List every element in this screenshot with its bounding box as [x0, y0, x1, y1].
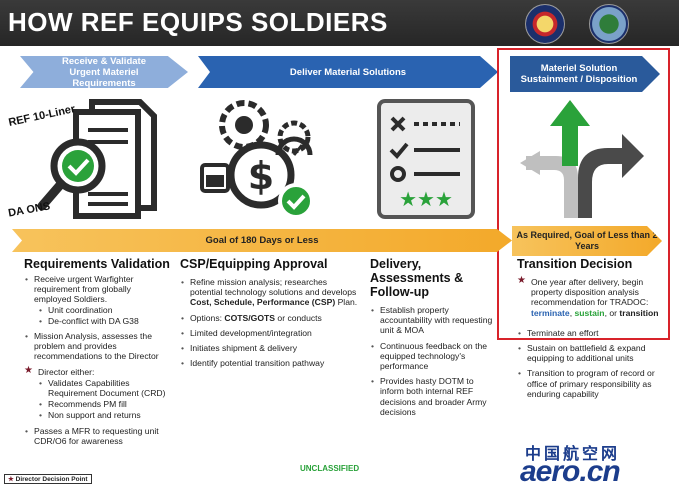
director-decision-item: Director either: [24, 366, 170, 377]
timeline-secondary: As Required, Goal of Less than 2 Years [512, 226, 662, 256]
list-item: Limited development/integration [180, 328, 360, 338]
classification-label: UNCLASSIFIED [300, 464, 360, 473]
svg-text:$: $ [248, 154, 274, 198]
list-item: Terminate an effort [517, 328, 667, 338]
list-item: De-conflict with DA G38 [24, 316, 170, 326]
delivery-list: Establish property accountability with r… [370, 305, 496, 417]
document-check-icon [37, 99, 157, 219]
army-seal-icon [525, 4, 565, 44]
list-item: Sustain on battlefield & expand equippin… [517, 343, 667, 363]
transition-decision-item: One year after delivery, begin property … [517, 276, 667, 318]
star-icon: ★ [8, 476, 14, 483]
list-item: Continuous feedback on the equipped tech… [370, 341, 496, 372]
list-item: Validates Capabilities Requirement Docum… [24, 378, 170, 398]
requirements-list: Receive urgent Warfighter requirement fr… [24, 274, 170, 446]
diverging-arrows-icon [520, 100, 644, 218]
watermark-cn: 中国航空网 [525, 446, 621, 463]
list-item: Receive urgent Warfighter requirement fr… [24, 274, 170, 305]
column-requirements: Requirements Validation Receive urgent W… [24, 257, 170, 451]
list-item: Passes a MFR to requesting unit CDR/O6 f… [24, 426, 170, 446]
csp-list: Refine mission analysis; researches pote… [180, 277, 360, 369]
list-item: Refine mission analysis; researches pote… [180, 277, 360, 308]
delivery-heading: Delivery, Assessments & Follow-up [370, 257, 464, 299]
list-item: Unit coordination [24, 305, 170, 315]
list-item: Transition to program of record or offic… [517, 368, 667, 399]
list-item: Initiates shipment & delivery [180, 343, 360, 353]
list-item: Identify potential transition pathway [180, 358, 360, 368]
column-transition: Transition Decision One year after deliv… [517, 257, 667, 404]
list-item: Provides hasty DOTM to inform both inter… [370, 376, 496, 417]
csp-heading: CSP/Equipping Approval [180, 257, 328, 271]
phase-sustainment: Materiel Solution Sustainment / Disposit… [510, 56, 660, 92]
header-bar [0, 0, 679, 46]
phase-deliver: Deliver Material Solutions [198, 56, 498, 88]
list-item: Establish property accountability with r… [370, 305, 496, 336]
legend-director-decision: ★ Director Decision Point [4, 474, 92, 484]
highlight-box [497, 48, 670, 340]
transition-heading: Transition Decision [517, 257, 633, 271]
gears-dollar-gauge-icon: $ [200, 100, 314, 219]
watermark-en: aero.cn [520, 455, 621, 488]
column-delivery: Delivery, Assessments & Follow-up Establ… [370, 257, 496, 422]
phase-receive-validate: Receive & Validate Urgent Materiel Requi… [20, 56, 188, 88]
timeline-main: Goal of 180 Days or Less [12, 229, 512, 252]
list-item: Mission Analysis, assesses the problem a… [24, 331, 170, 362]
list-item: Non support and returns [24, 410, 170, 420]
checklist-icon: ★★★ [377, 99, 475, 219]
svg-text:★★★: ★★★ [399, 187, 453, 211]
unit-seal-icon [589, 4, 629, 44]
list-item: Options: COTS/GOTS or conducts [180, 313, 360, 323]
transition-list: One year after delivery, begin property … [517, 276, 667, 399]
column-csp: CSP/Equipping Approval Refine mission an… [180, 257, 360, 373]
requirements-heading: Requirements Validation [24, 257, 170, 271]
list-item: Recommends PM fill [24, 399, 170, 409]
page-title: HOW REF EQUIPS SOLDIERS [8, 7, 388, 37]
